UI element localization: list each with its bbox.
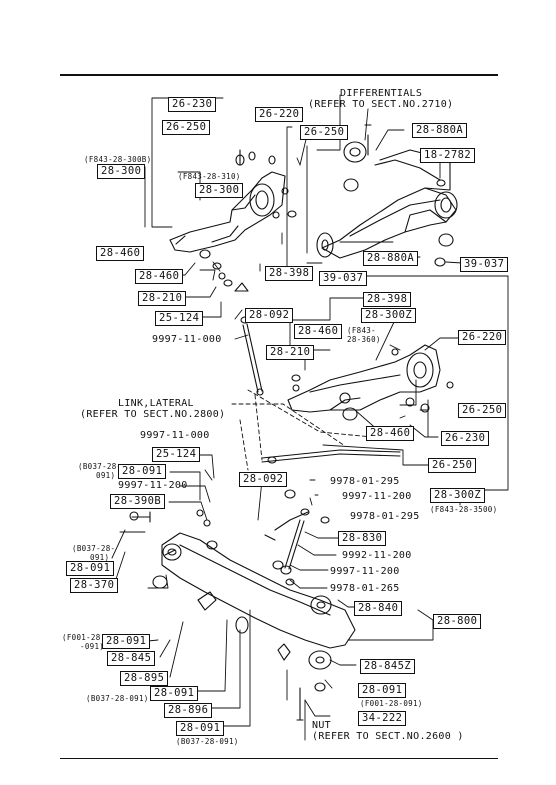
ref-code: (F843-28-310) bbox=[178, 172, 241, 181]
top-rule bbox=[60, 74, 498, 76]
part-number-text[interactable]: 9992-11-200 bbox=[342, 550, 412, 561]
part-number-box[interactable]: 28-300Z bbox=[361, 308, 417, 323]
part-number-box[interactable]: 28-895 bbox=[120, 671, 169, 686]
part-number-box[interactable]: 28-091 bbox=[176, 721, 225, 736]
upper-arm-assembly bbox=[169, 149, 297, 292]
part-number-box[interactable]: 28-896 bbox=[164, 703, 213, 718]
part-number-text[interactable]: 9978-01-295 bbox=[330, 476, 400, 487]
part-number-box[interactable]: 28-460 bbox=[294, 324, 343, 339]
part-number-text[interactable]: 9997-11-200 bbox=[330, 566, 400, 577]
part-number-box[interactable]: 28-091 bbox=[118, 464, 167, 479]
part-number-box[interactable]: 28-091 bbox=[102, 634, 151, 649]
part-number-box[interactable]: 28-398 bbox=[265, 266, 314, 281]
part-number-box[interactable]: 28-091 bbox=[150, 686, 199, 701]
part-number-box[interactable]: 18-2782 bbox=[420, 148, 476, 163]
part-number-box[interactable]: 28-300Z bbox=[430, 488, 486, 503]
differentials-note-ref: (REFER TO SECT.NO.2710) bbox=[308, 99, 454, 110]
part-number-box[interactable]: 34-222 bbox=[358, 711, 407, 726]
part-number-text[interactable]: 9997-11-000 bbox=[140, 430, 210, 441]
ref-code: (F001-28 bbox=[62, 633, 101, 642]
part-number-box[interactable]: 26-250 bbox=[162, 120, 211, 135]
ref-code: (F843-28-300B) bbox=[84, 155, 152, 164]
part-number-box[interactable]: 28-300 bbox=[97, 164, 146, 179]
nut-note-title: NUT bbox=[312, 720, 331, 731]
part-number-text[interactable]: 9978-01-295 bbox=[350, 511, 420, 522]
part-number-box[interactable]: 39-037 bbox=[319, 271, 368, 286]
part-number-box[interactable]: 25-124 bbox=[155, 311, 204, 326]
part-number-box[interactable]: 26-220 bbox=[255, 107, 304, 122]
part-number-box[interactable]: 28-091 bbox=[66, 561, 115, 576]
differentials-note-title: DIFFERENTIALS bbox=[340, 88, 423, 99]
part-number-box[interactable]: 28-390B bbox=[110, 494, 166, 509]
part-number-box[interactable]: 28-880A bbox=[363, 251, 419, 266]
ref-code: (F001-28-091) bbox=[360, 699, 423, 708]
part-number-text[interactable]: 9997-11-200 bbox=[118, 480, 188, 491]
part-number-box[interactable]: 28-845 bbox=[107, 651, 156, 666]
part-number-text[interactable]: 9978-01-265 bbox=[330, 583, 400, 594]
link-lateral-dashes bbox=[231, 389, 404, 471]
part-number-box[interactable]: 28-880A bbox=[412, 123, 468, 138]
part-number-box[interactable]: 26-220 bbox=[458, 330, 507, 345]
part-number-box[interactable]: 28-840 bbox=[354, 601, 403, 616]
ref-code: (B037-28- bbox=[78, 462, 122, 471]
ref-code: (B037-28-091) bbox=[86, 694, 149, 703]
ref-code: 091) bbox=[90, 553, 110, 562]
ref-code: (B037-28-091) bbox=[176, 737, 239, 746]
part-number-box[interactable]: 28-300 bbox=[195, 183, 244, 198]
part-number-box[interactable]: 26-250 bbox=[458, 403, 507, 418]
bottom-rule bbox=[60, 758, 498, 759]
ref-code: (F843-28-3500) bbox=[430, 505, 498, 514]
part-number-box[interactable]: 28-398 bbox=[363, 292, 412, 307]
middle-arm-assembly bbox=[287, 344, 454, 421]
part-number-box[interactable]: 28-845Z bbox=[360, 659, 416, 674]
part-number-box[interactable]: 39-037 bbox=[460, 257, 509, 272]
ref-code: 091) bbox=[96, 471, 116, 480]
part-number-box[interactable]: 28-092 bbox=[245, 308, 294, 323]
part-number-box[interactable]: 26-230 bbox=[168, 97, 217, 112]
part-number-box[interactable]: 26-250 bbox=[300, 125, 349, 140]
part-number-text[interactable]: 9997-11-000 bbox=[152, 334, 222, 345]
part-number-text[interactable]: 9997-11-200 bbox=[342, 491, 412, 502]
ref-code: 28-360) bbox=[347, 335, 381, 344]
lower-crossmember-assembly bbox=[129, 489, 356, 721]
part-number-box[interactable]: 28-210 bbox=[138, 291, 187, 306]
ref-code: (F843- bbox=[347, 326, 376, 335]
part-number-box[interactable]: 28-092 bbox=[239, 472, 288, 487]
part-number-box[interactable]: 26-250 bbox=[428, 458, 477, 473]
link-lateral-note-title: LINK,LATERAL bbox=[118, 398, 194, 409]
part-number-box[interactable]: 28-091 bbox=[358, 683, 407, 698]
part-number-box[interactable]: 28-210 bbox=[266, 345, 315, 360]
part-number-box[interactable]: 28-460 bbox=[135, 269, 184, 284]
ref-code: (B037-28- bbox=[72, 544, 116, 553]
nut-note-ref: (REFER TO SECT.NO.2600 ) bbox=[312, 731, 464, 742]
part-number-box[interactable]: 28-370 bbox=[70, 578, 119, 593]
link-lateral-note-ref: (REFER TO SECT.NO.2800) bbox=[80, 409, 226, 420]
part-number-box[interactable]: 26-230 bbox=[441, 431, 490, 446]
ref-code: -091) bbox=[80, 642, 105, 651]
part-number-box[interactable]: 28-460 bbox=[366, 426, 415, 441]
part-number-box[interactable]: 25-124 bbox=[152, 447, 201, 462]
part-number-box[interactable]: 28-830 bbox=[338, 531, 387, 546]
differential-assembly bbox=[316, 124, 458, 267]
part-number-box[interactable]: 28-460 bbox=[96, 246, 145, 261]
part-number-box[interactable]: 28-800 bbox=[433, 614, 482, 629]
